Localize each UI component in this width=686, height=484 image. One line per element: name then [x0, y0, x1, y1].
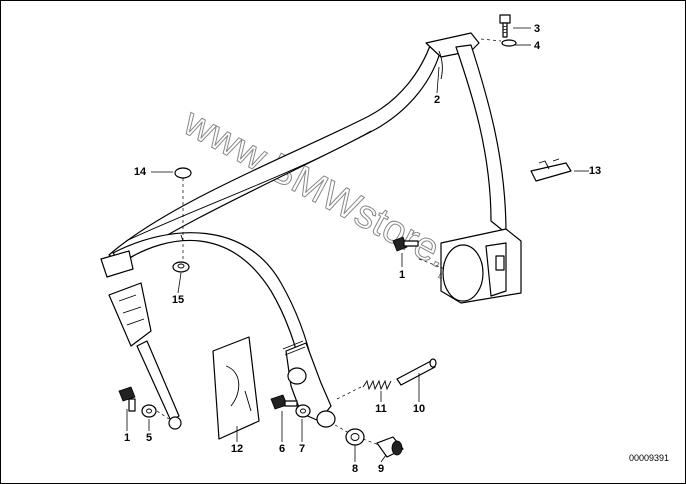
washer-5 — [141, 404, 157, 418]
callout-label-c1a: 1 — [124, 432, 130, 444]
bolt-6 — [270, 394, 298, 410]
callout-label-c12: 12 — [231, 443, 243, 455]
callout-label-c9: 9 — [378, 463, 384, 475]
callout-label-c2: 2 — [434, 94, 440, 106]
callout-label-c5: 5 — [146, 432, 152, 444]
callout-label-c11: 11 — [375, 403, 387, 415]
callout-label-c14: 14 — [134, 166, 147, 178]
reference-number: 00009391 — [629, 453, 669, 463]
belt-retractor — [418, 228, 522, 304]
callout-label-c13: 13 — [589, 165, 601, 177]
buckle-stalk — [100, 250, 182, 430]
pin-10 — [396, 358, 437, 386]
bolt-1-left — [118, 386, 136, 412]
cover-13 — [530, 158, 572, 182]
callout-leader-c2 — [436, 66, 440, 94]
belt-upper-guide — [425, 32, 507, 234]
callout-label-c6: 6 — [279, 443, 285, 455]
bolt-1-right — [392, 236, 419, 252]
callout-leader-c15 — [177, 272, 182, 294]
spring-11 — [362, 379, 392, 391]
bolt-3 — [499, 14, 511, 38]
bushing-9 — [376, 436, 404, 458]
bracket-plate-12 — [212, 336, 260, 440]
callout-label-c7: 7 — [299, 443, 305, 455]
callout-label-c3: 3 — [534, 23, 540, 35]
washer-4 — [501, 39, 517, 47]
callout-label-c4: 4 — [534, 40, 541, 52]
washer-8 — [345, 428, 365, 446]
washer-7 — [295, 404, 311, 418]
callout-leader-c9 — [380, 454, 387, 463]
cap-14 — [174, 167, 192, 259]
callout-label-c1b: 1 — [399, 269, 405, 281]
callout-label-c15: 15 — [172, 294, 184, 306]
callout-label-c8: 8 — [352, 463, 358, 475]
grommet-15 — [172, 261, 190, 273]
callout-label-c10: 10 — [413, 403, 425, 415]
